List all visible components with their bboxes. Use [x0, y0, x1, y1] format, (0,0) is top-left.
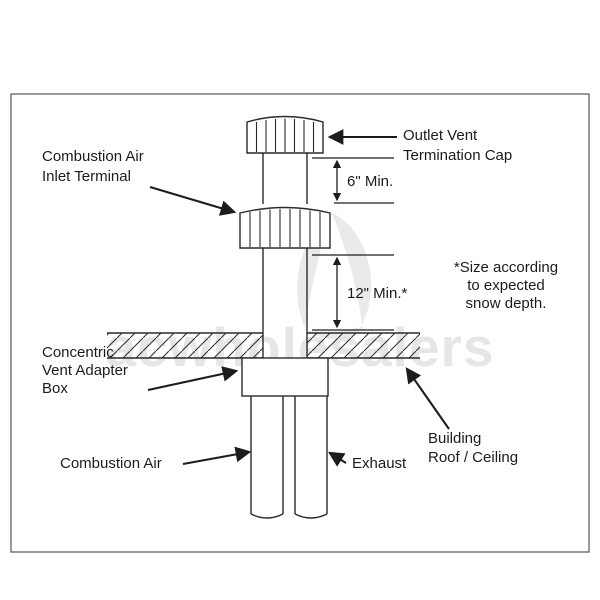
label-size-note-line1: *Size according: [454, 259, 558, 276]
dimension-12in: [312, 254, 394, 331]
label-inlet-terminal: Combustion Air Inlet Terminal: [42, 148, 144, 185]
arrow-inlet-terminal: [149, 185, 237, 216]
arrow-building-roof: [405, 367, 450, 430]
arrow-adapter-box: [147, 366, 239, 392]
label-roof-line2: Roof / Ceiling: [428, 449, 518, 466]
arrow-combustion-air: [182, 446, 252, 466]
label-inlet-line2: Inlet Terminal: [42, 168, 131, 185]
label-size-note-line2: to expected: [467, 277, 545, 294]
arrow-exhaust: [327, 451, 347, 467]
label-6in-min: 6" Min.: [347, 173, 393, 190]
label-combustion-air: Combustion Air: [60, 455, 162, 472]
label-adapter-box: Concentric Vent Adapter Box: [42, 344, 128, 397]
label-outlet-vent-cap: Outlet Vent Termination Cap: [403, 127, 512, 164]
label-adapter-line1: Concentric: [42, 344, 114, 361]
label-adapter-line2: Vent Adapter: [42, 362, 128, 379]
label-size-note: *Size according to expected snow depth.: [454, 259, 558, 312]
diagram-border: [10, 93, 590, 553]
vent-pipe: [262, 152, 308, 358]
label-outlet-vent-line2: Termination Cap: [403, 147, 512, 164]
label-12in-min: 12" Min.*: [347, 285, 408, 302]
label-size-note-line3: snow depth.: [466, 295, 547, 312]
inlet-terminal-cap: [239, 206, 331, 249]
dimension-6in: [312, 157, 394, 204]
adapter-box: [241, 357, 329, 397]
combustion-air-pipe: [250, 396, 284, 519]
termination-cap: [246, 115, 324, 154]
label-building-roof: Building Roof / Ceiling: [428, 430, 518, 466]
exhaust-pipe: [294, 396, 328, 519]
label-inlet-line1: Combustion Air: [42, 148, 144, 165]
label-outlet-vent-line1: Outlet Vent: [403, 127, 478, 144]
roof-hatch: [107, 332, 420, 359]
label-exhaust: Exhaust: [352, 455, 407, 472]
label-adapter-line3: Box: [42, 380, 68, 397]
label-roof-line1: Building: [428, 430, 481, 447]
